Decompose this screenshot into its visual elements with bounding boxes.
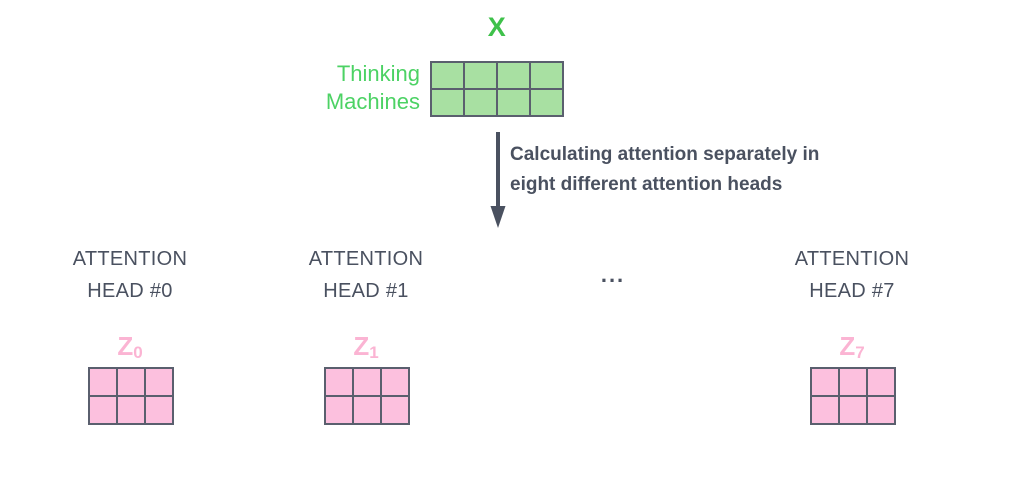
matrix-cell <box>118 369 144 395</box>
matrix-cell <box>498 90 529 115</box>
head-7-label-line-1: HEAD #7 <box>809 280 895 302</box>
matrix-cell <box>868 369 894 395</box>
matrix-cell <box>326 397 352 423</box>
head-1-label: ATTENTION HEAD #1 <box>266 243 466 307</box>
head-0-output-grid <box>88 367 174 425</box>
attention-head-7: ATTENTION HEAD #7 Z7 <box>752 243 952 425</box>
heads-ellipsis: ... <box>600 262 626 287</box>
matrix-cell <box>840 397 866 423</box>
matrix-cell <box>118 397 144 423</box>
matrix-cell <box>354 397 380 423</box>
annotation-line-0: Calculating attention separately in <box>510 144 820 165</box>
head-1-output-grid <box>324 367 410 425</box>
attention-head-0: ATTENTION HEAD #0 Z0 <box>30 243 230 425</box>
head-0-output-subscript: 0 <box>133 343 143 362</box>
attention-head-1: ATTENTION HEAD #1 Z1 <box>266 243 466 425</box>
head-0-output-label: Z0 <box>30 331 230 362</box>
head-1-label-line-0: ATTENTION <box>308 248 424 270</box>
matrix-cell <box>531 90 562 115</box>
head-0-label-line-1: HEAD #0 <box>87 280 173 302</box>
matrix-cell <box>812 369 838 395</box>
head-1-output-subscript: 1 <box>369 343 379 362</box>
head-7-output-symbol: Z <box>839 331 856 361</box>
input-row-labels: Thinking Machines <box>250 60 420 116</box>
head-7-output-grid <box>810 367 896 425</box>
matrix-cell <box>90 397 116 423</box>
matrix-cell <box>498 63 529 88</box>
input-row-label-1: Machines <box>325 89 420 114</box>
matrix-cell <box>326 369 352 395</box>
input-row-label-0: Thinking <box>336 61 420 86</box>
matrix-cell <box>840 369 866 395</box>
head-1-output-symbol: Z <box>353 331 370 361</box>
head-0-output-symbol: Z <box>117 331 134 361</box>
matrix-cell <box>432 63 463 88</box>
matrix-cell <box>146 369 172 395</box>
annotation-line-1: eight different attention heads <box>510 174 783 195</box>
matrix-cell <box>465 63 496 88</box>
matrix-cell <box>531 63 562 88</box>
matrix-cell <box>432 90 463 115</box>
head-7-label: ATTENTION HEAD #7 <box>752 243 952 307</box>
input-matrix-grid <box>430 61 564 117</box>
head-0-label-line-0: ATTENTION <box>72 248 188 270</box>
matrix-cell <box>382 397 408 423</box>
input-matrix-label: X <box>487 12 507 42</box>
matrix-cell <box>812 397 838 423</box>
matrix-cell <box>382 369 408 395</box>
matrix-cell <box>90 369 116 395</box>
matrix-cell <box>465 90 496 115</box>
down-arrow-icon <box>490 132 506 228</box>
head-7-output-label: Z7 <box>752 331 952 362</box>
matrix-cell <box>146 397 172 423</box>
head-7-output-subscript: 7 <box>855 343 865 362</box>
head-1-label-line-1: HEAD #1 <box>323 280 409 302</box>
flow-annotation: Calculating attention separately in eigh… <box>510 140 930 200</box>
head-7-label-line-0: ATTENTION <box>794 248 910 270</box>
matrix-cell <box>354 369 380 395</box>
head-1-output-label: Z1 <box>266 331 466 362</box>
head-0-label: ATTENTION HEAD #0 <box>30 243 230 307</box>
matrix-cell <box>868 397 894 423</box>
